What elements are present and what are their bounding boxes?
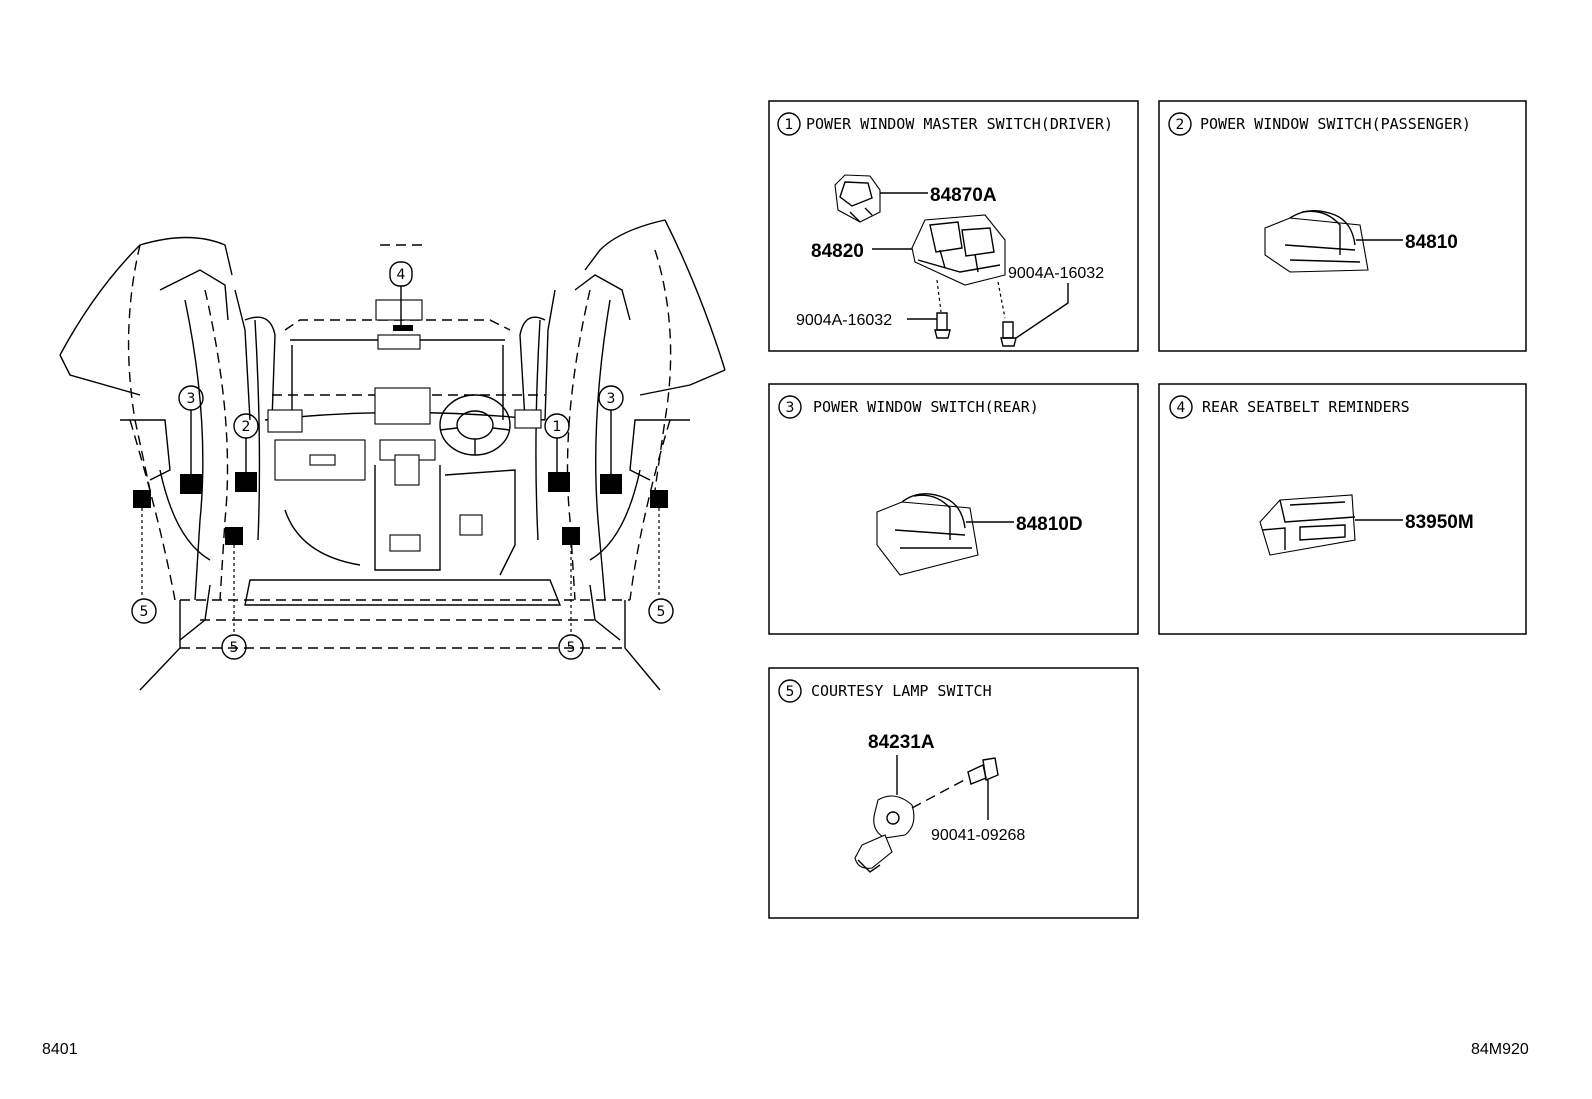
svg-text:2: 2 xyxy=(242,419,251,435)
vehicle-interior-overview xyxy=(59,219,726,691)
overview-callout-5-inner-right: 5 xyxy=(558,634,584,660)
rear-switch-84810d-part xyxy=(876,493,979,576)
svg-text:1: 1 xyxy=(553,419,562,435)
overview-callout-5-outer-right: 5 xyxy=(648,598,674,624)
panel-5-title: COURTESY LAMP SWITCH xyxy=(811,682,992,700)
part-number-84870a: 84870A xyxy=(930,185,997,206)
part-number-84810: 84810 xyxy=(1405,232,1458,253)
svg-text:3: 3 xyxy=(607,391,616,407)
panel-1-number: 1 xyxy=(785,117,794,133)
part-number-9004a-16032-left: 9004A-16032 xyxy=(796,312,892,329)
overview-callout-4: 4 xyxy=(389,261,413,287)
panel-1-title: POWER WINDOW MASTER SWITCH(DRIVER) xyxy=(806,115,1113,133)
screw-right-part xyxy=(1000,321,1017,347)
screw-90041-09268-part xyxy=(967,757,999,785)
overview-callout-5-inner-left: 5 xyxy=(221,634,247,660)
overview-callout-2: 2 xyxy=(233,413,259,439)
svg-text:4: 4 xyxy=(397,267,406,283)
part-number-84810d: 84810D xyxy=(1016,514,1083,535)
panel-passenger-switch: 2 POWER WINDOW SWITCH(PASSENGER) 84810 xyxy=(1158,100,1527,352)
svg-text:3: 3 xyxy=(187,391,196,407)
panel-5-number: 5 xyxy=(786,684,795,700)
svg-text:5: 5 xyxy=(140,604,149,620)
footer-code-right: 84M920 xyxy=(1471,1041,1529,1058)
panel-4-title: REAR SEATBELT REMINDERS xyxy=(1202,398,1410,416)
panel-driver-master-switch: 1 POWER WINDOW MASTER SWITCH(DRIVER) 848… xyxy=(768,100,1139,352)
svg-text:5: 5 xyxy=(567,640,576,656)
overview-callout-5-outer-left: 5 xyxy=(131,598,157,624)
footer-code-left: 8401 xyxy=(42,1041,78,1058)
panel-courtesy-lamp-switch: 5 COURTESY LAMP SWITCH 84231A 90041-0926… xyxy=(768,667,1139,919)
part-number-83950m: 83950M xyxy=(1405,512,1474,533)
part-number-90041-09268: 90041-09268 xyxy=(931,827,1025,844)
seatbelt-reminder-83950m-part xyxy=(1259,494,1356,556)
panel-2-number: 2 xyxy=(1176,117,1185,133)
passenger-switch-84810-part xyxy=(1264,210,1369,273)
knob-84870a-part xyxy=(834,174,881,223)
panel-4-number: 4 xyxy=(1177,400,1186,416)
part-number-9004a-16032-right: 9004A-16032 xyxy=(1008,265,1104,282)
master-switch-84820-part xyxy=(911,214,1006,286)
panel-3-number: 3 xyxy=(786,400,795,416)
overview-callout-3-right: 3 xyxy=(598,385,624,411)
courtesy-lamp-switch-84231a-part xyxy=(854,795,915,873)
svg-text:5: 5 xyxy=(230,640,239,656)
panel-rear-switch: 3 POWER WINDOW SWITCH(REAR) 84810D xyxy=(768,383,1139,635)
panel-2-title: POWER WINDOW SWITCH(PASSENGER) xyxy=(1200,115,1471,133)
part-number-84820: 84820 xyxy=(811,241,864,262)
svg-text:5: 5 xyxy=(657,604,666,620)
part-number-84231a: 84231A xyxy=(868,732,935,753)
screw-left-part xyxy=(934,312,951,339)
panel-seatbelt-reminders: 4 REAR SEATBELT REMINDERS 83950M xyxy=(1158,383,1527,635)
overview-callout-3-left: 3 xyxy=(178,385,204,411)
panel-3-title: POWER WINDOW SWITCH(REAR) xyxy=(813,398,1039,416)
overview-callout-1: 1 xyxy=(544,413,570,439)
